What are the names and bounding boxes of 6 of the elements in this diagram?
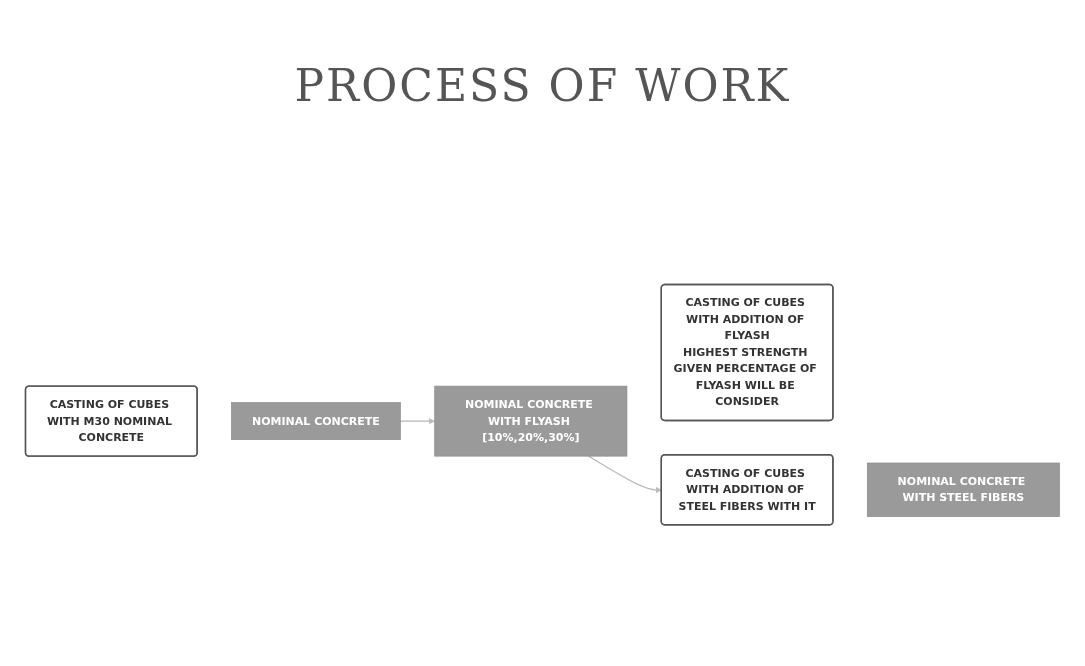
node-box: NOMINAL CONCRETE: [231, 402, 401, 441]
node-box: NOMINAL CONCRETE WITH FLYASH [10%,20%,30%]: [434, 386, 628, 457]
arrow: [587, 455, 662, 494]
node-box: NOMINAL CONCRETE WITH STEEL FIBERS: [866, 463, 1060, 518]
arrow: [399, 418, 435, 425]
diagram-title: PROCESS OF WORK: [293, 60, 792, 111]
